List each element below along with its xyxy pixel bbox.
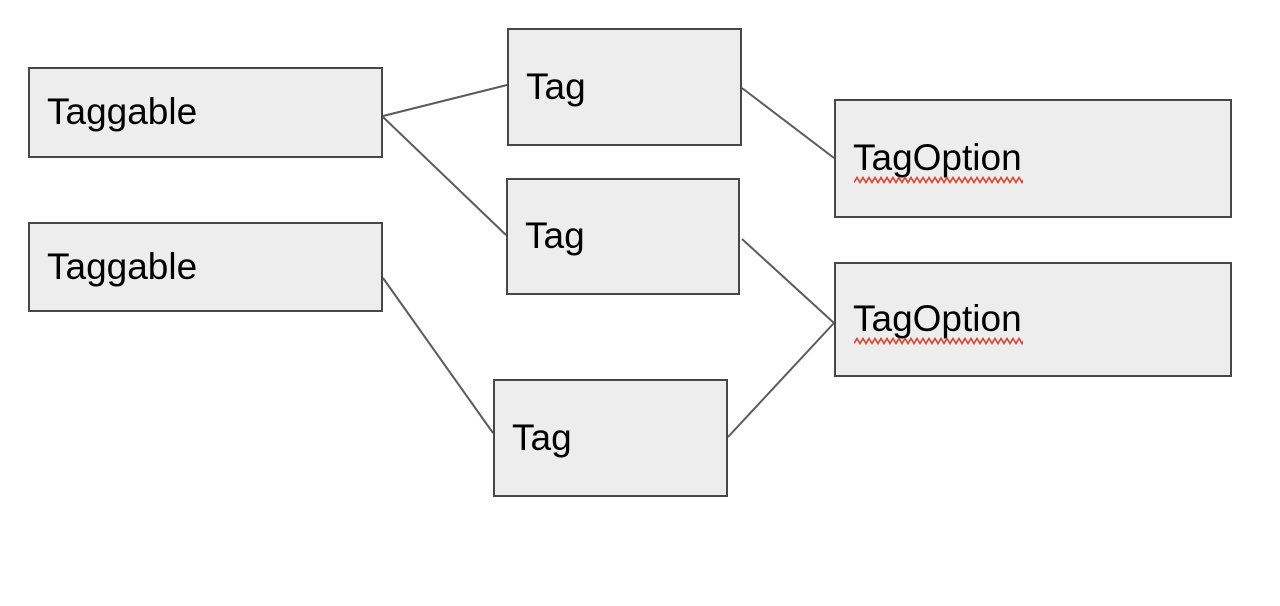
shape-tagoption-1[interactable]: TagOption xyxy=(834,99,1232,218)
shape-label-taggable-2: Taggable xyxy=(47,245,198,287)
shape-label-taggable-1: Taggable xyxy=(47,91,198,133)
spellcheck-squiggle-icon xyxy=(854,336,1023,345)
shape-taggable-2[interactable]: Taggable xyxy=(28,222,383,312)
shape-tag-2[interactable]: Tag xyxy=(506,178,740,295)
shape-tag-3[interactable]: Tag xyxy=(493,379,728,497)
shape-label-tag-3: Tag xyxy=(512,416,572,458)
connector-tag-1-to-tagoption-1[interactable] xyxy=(741,87,835,159)
shape-label-tagoption-2: TagOption xyxy=(853,298,1023,345)
connector-tag-3-to-tagoption-2[interactable] xyxy=(727,322,835,438)
connector-taggable-1-to-tag-2[interactable] xyxy=(382,116,507,236)
connector-tag-2-to-tagoption-2[interactable] xyxy=(741,238,835,324)
shape-label-tag-2: Tag xyxy=(525,215,585,257)
shape-label-tagoption-1: TagOption xyxy=(853,137,1023,184)
shape-label-tag-1: Tag xyxy=(526,65,586,107)
spellcheck-squiggle-icon xyxy=(854,175,1023,184)
connector-taggable-1-to-tag-1[interactable] xyxy=(382,84,508,117)
connector-taggable-2-to-tag-3[interactable] xyxy=(382,277,494,434)
shape-tagoption-2[interactable]: TagOption xyxy=(834,262,1232,377)
shape-tag-1[interactable]: Tag xyxy=(507,28,742,146)
shape-taggable-1[interactable]: Taggable xyxy=(28,67,383,158)
